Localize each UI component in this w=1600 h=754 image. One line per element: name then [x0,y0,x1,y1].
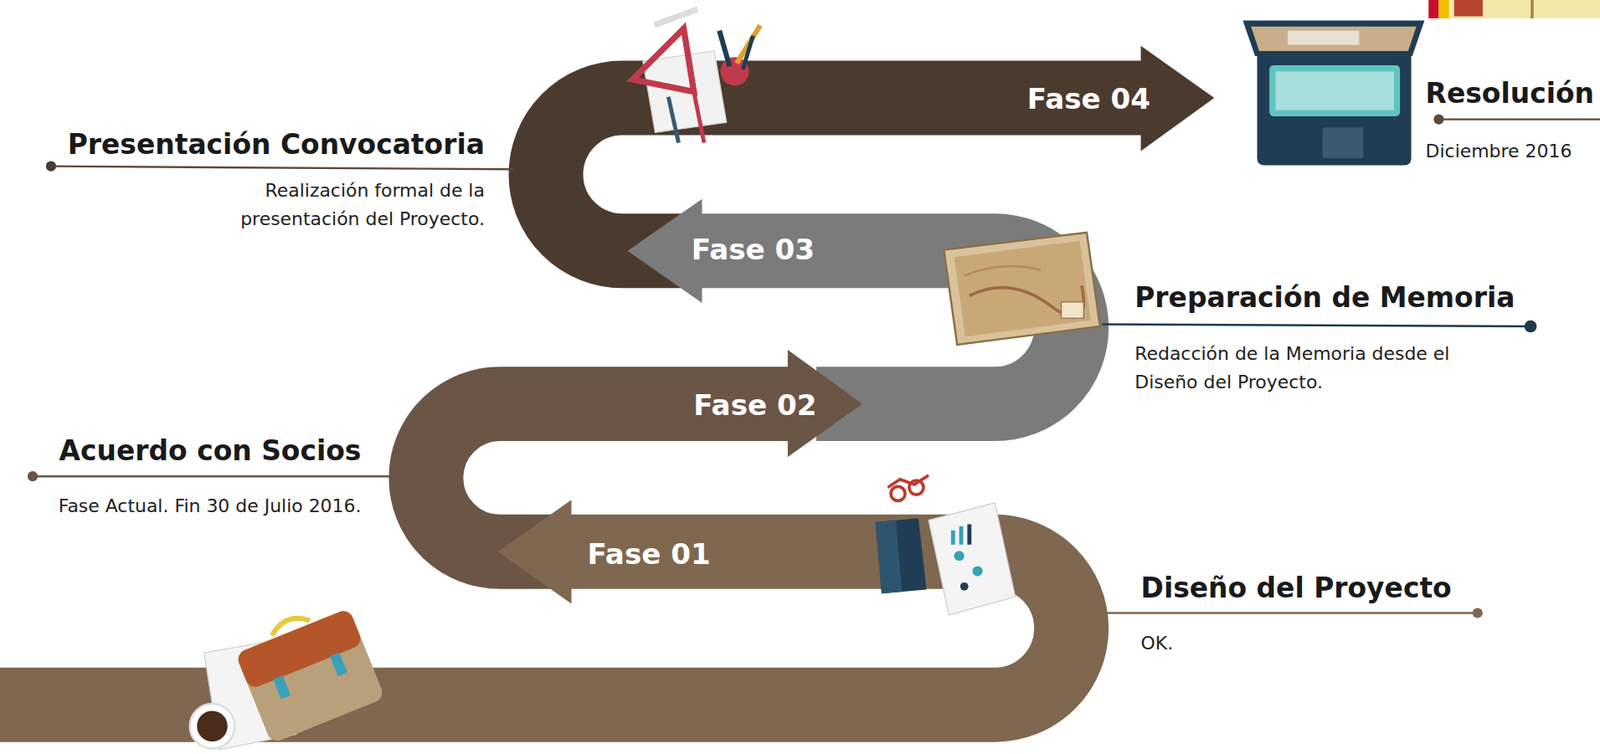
milestone-title: Presentación Convocatoria [67,128,485,161]
milestone-note: Diciembre 2016 [1425,136,1573,165]
leader-line [1104,612,1478,614]
phase-arrow: Fase 02 [678,382,832,428]
stationery-illustration [632,6,761,144]
arrow-head [627,199,703,304]
milestone-note: OK. [1141,629,1174,659]
leader-dot [1524,320,1538,334]
phase-arrow: Fase 01 [572,531,726,577]
logo [1428,0,1600,19]
leader-line [1101,324,1531,327]
leader-line [1438,118,1600,120]
leader-dot [46,161,57,172]
leader-line [51,166,514,170]
phase-arrow: Fase 04 [1012,76,1166,122]
arrow-head [498,499,572,604]
milestone-note: Redacción de la Memoria desde el Diseño … [1134,339,1503,397]
phase-label: Fase 02 [693,388,817,422]
milestone-note: Realización formal de la presentación de… [214,176,485,234]
leader-dot [1433,114,1444,125]
milestone-note: Fase Actual. Fin 30 de Julio 2016. [58,491,362,520]
documents-illustration [875,475,1016,616]
milestone-title: Resolución [1425,77,1595,110]
leader-dot [1472,607,1483,618]
arrow-head [1141,46,1215,152]
leader-line [32,475,398,478]
briefcase-illustration [190,597,386,751]
map-illustration [943,232,1100,345]
phase-label: Fase 04 [1027,82,1151,116]
laptop-icon [1242,20,1425,165]
phase-label: Fase 01 [587,537,711,572]
phase-label: Fase 03 [691,231,815,266]
milestone-title: Diseño del Proyecto [1141,572,1452,605]
leader-dot [27,471,38,482]
phase-arrow: Fase 03 [676,226,830,273]
milestone-title: Acuerdo con Socios [59,434,362,467]
milestone-title: Preparación de Memoria [1134,281,1515,314]
